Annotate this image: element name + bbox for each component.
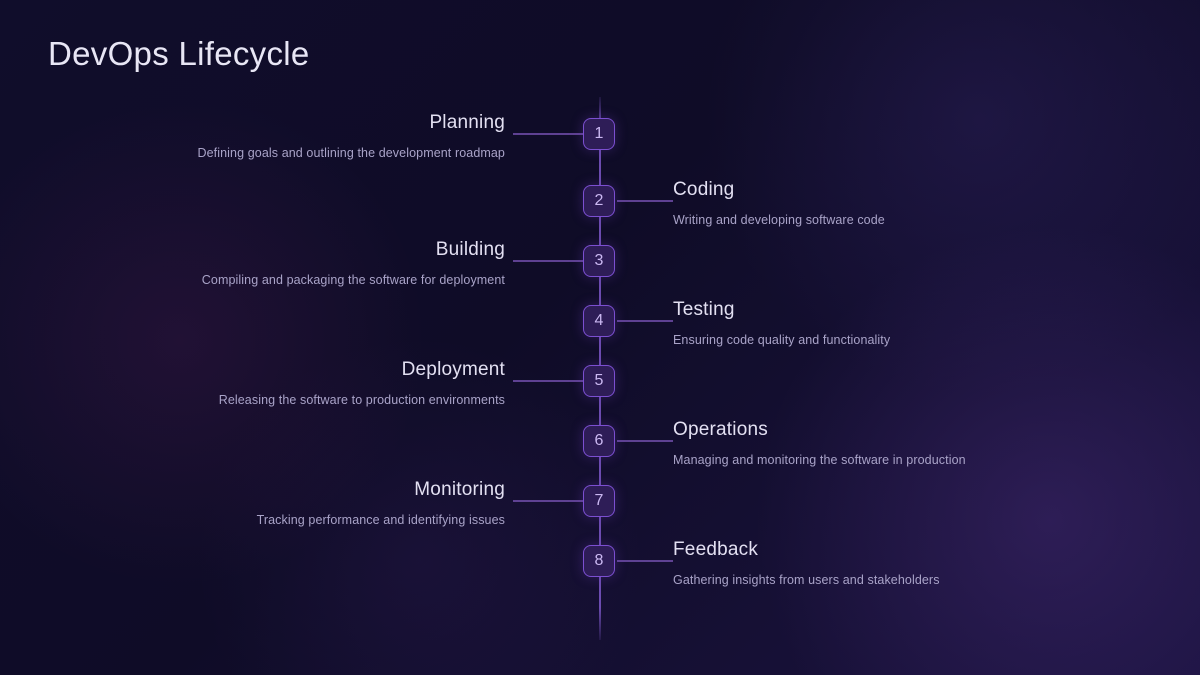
page-title: DevOps Lifecycle: [48, 35, 310, 72]
connector-line: [617, 560, 673, 562]
step-title: Operations: [673, 419, 768, 440]
step-description: Managing and monitoring the software in …: [673, 453, 966, 467]
step-description: Compiling and packaging the software for…: [201, 273, 505, 287]
step-number-badge[interactable]: 5: [583, 365, 615, 397]
step-description: Ensuring code quality and functionality: [673, 333, 891, 347]
step-description: Releasing the software to production env…: [218, 393, 505, 407]
step-title: Monitoring: [414, 479, 505, 500]
step-number-badge[interactable]: 8: [583, 545, 615, 577]
step-number-badge[interactable]: 4: [583, 305, 615, 337]
step-title: Feedback: [673, 539, 759, 560]
step-title: Building: [435, 239, 505, 260]
step-title: Testing: [673, 299, 735, 320]
connector-line: [617, 440, 673, 442]
step-number-badge[interactable]: 7: [583, 485, 615, 517]
step-description: Gathering insights from users and stakeh…: [673, 573, 940, 587]
connector-line: [513, 260, 583, 262]
step-number-badge[interactable]: 2: [583, 185, 615, 217]
connector-line: [617, 320, 673, 322]
connector-line: [617, 200, 673, 202]
step-description: Defining goals and outlining the develop…: [197, 146, 505, 160]
step-description: Writing and developing software code: [673, 213, 885, 227]
step-number-badge[interactable]: 6: [583, 425, 615, 457]
connector-line: [513, 380, 583, 382]
step-title: Coding: [673, 179, 735, 200]
step-description: Tracking performance and identifying iss…: [256, 513, 505, 527]
step-number-badge[interactable]: 3: [583, 245, 615, 277]
step-title: Deployment: [401, 359, 505, 380]
connector-line: [513, 133, 583, 135]
step-number-badge[interactable]: 1: [583, 118, 615, 150]
connector-line: [513, 500, 583, 502]
step-title: Planning: [429, 112, 505, 133]
